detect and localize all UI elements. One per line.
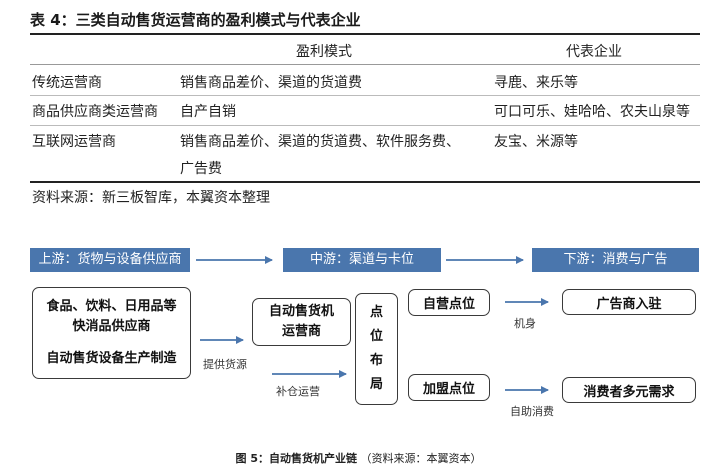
operator-line: 自动售货机 xyxy=(268,304,334,319)
row-model: 销售商品差价、渠道的货道费、软件服务费、 xyxy=(180,134,460,150)
supplier-box: 食品、饮料、日用品等 快消品供应商 自动售货设备生产制造 xyxy=(32,287,191,379)
placement-box: 点 位 布 局 xyxy=(355,293,398,405)
row-type: 商品供应商类运营商 xyxy=(32,104,158,120)
supplier-line: 快消品供应商 xyxy=(72,319,151,334)
placement-char: 点 xyxy=(369,305,383,320)
figure-caption: 图 5：自动售货机产业链 （资料来源：本翼资本） xyxy=(0,450,717,466)
header-model: 盈利模式 xyxy=(296,44,352,60)
row-type: 互联网运营商 xyxy=(32,134,116,150)
row-rule xyxy=(30,95,700,96)
table-top-rule xyxy=(30,33,700,35)
advertiser-box: 广告商入驻 xyxy=(562,289,696,315)
label-machine: 机身 xyxy=(514,317,536,330)
caption-source: （资料来源：本翼资本） xyxy=(360,452,482,465)
row-type: 传统运营商 xyxy=(32,75,102,91)
operator-line: 运营商 xyxy=(281,324,321,339)
placement-char: 位 xyxy=(369,329,383,344)
banner-midstream: 中游：渠道与卡位 xyxy=(283,248,441,272)
header-rule xyxy=(30,64,700,65)
label-self-service: 自助消费 xyxy=(510,405,554,418)
row-model-continued: 广告费 xyxy=(180,161,222,177)
header-companies: 代表企业 xyxy=(566,44,622,60)
franchise-box: 加盟点位 xyxy=(408,374,490,401)
row-model: 自产自销 xyxy=(180,104,236,120)
label-supply: 提供货源 xyxy=(203,358,247,371)
operator-box: 自动售货机 运营商 xyxy=(252,298,351,346)
row-model: 销售商品差价、渠道的货道费 xyxy=(180,75,362,91)
row-companies: 可口可乐、娃哈哈、农夫山泉等 xyxy=(494,104,690,120)
table-source: 资料来源：新三板智库，本翼资本整理 xyxy=(32,190,270,206)
supplier-line: 食品、饮料、日用品等 xyxy=(46,299,177,314)
table-bottom-rule xyxy=(30,181,700,183)
consumer-box: 消费者多元需求 xyxy=(562,377,696,403)
banner-upstream: 上游：货物与设备供应商 xyxy=(30,248,190,272)
supplier-line: 自动售货设备生产制造 xyxy=(46,351,177,366)
label-restock: 补仓运营 xyxy=(276,385,320,398)
placement-char: 布 xyxy=(369,353,383,368)
row-companies: 友宝、米源等 xyxy=(494,134,578,150)
self-operated-box: 自营点位 xyxy=(408,289,490,316)
caption-title: 图 5：自动售货机产业链 xyxy=(235,452,357,465)
banner-downstream: 下游：消费与广告 xyxy=(532,248,699,272)
row-rule xyxy=(30,125,700,126)
row-companies: 寻鹿、来乐等 xyxy=(494,75,578,91)
table-title: 表 4：三类自动售货运营商的盈利模式与代表企业 xyxy=(30,11,361,29)
placement-char: 局 xyxy=(369,377,383,392)
